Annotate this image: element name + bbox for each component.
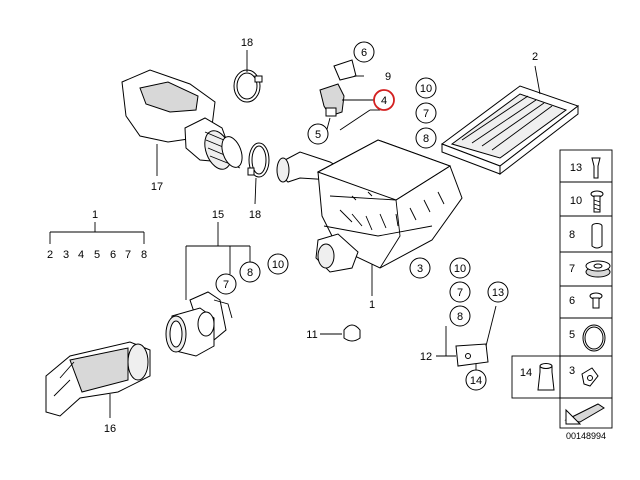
callout-11: 11 bbox=[306, 329, 317, 341]
push-rivet-icon bbox=[591, 157, 601, 179]
callout-14: 14 bbox=[470, 375, 482, 387]
intake-snorkel-part bbox=[121, 69, 243, 170]
o-ring-icon bbox=[582, 324, 606, 352]
callout-16: 16 bbox=[104, 423, 116, 435]
sublist-item: 5 bbox=[94, 249, 100, 261]
callout-8-mid: 8 bbox=[247, 267, 253, 279]
callout-18-mid: 18 bbox=[249, 209, 261, 221]
sublist-item: 4 bbox=[78, 249, 84, 261]
callout-8-top: 8 bbox=[423, 133, 429, 145]
callout-13: 13 bbox=[492, 287, 504, 299]
legend-num: 8 bbox=[569, 229, 575, 241]
callout-circle-8-right bbox=[449, 305, 471, 327]
callout-circle-10-right bbox=[449, 257, 471, 279]
sublist-item: 2 bbox=[47, 249, 53, 261]
legend-num: 5 bbox=[569, 329, 575, 341]
callout-circle-4-highlighted bbox=[373, 89, 395, 111]
rubber-mount-icon bbox=[585, 260, 611, 278]
legend-num: 3 bbox=[569, 365, 575, 377]
callout-15: 15 bbox=[212, 209, 224, 221]
legend-labels: 13 10 8 7 6 5 14 3 bbox=[520, 162, 582, 379]
callout-7-right: 7 bbox=[457, 287, 463, 299]
callout-7-top: 7 bbox=[423, 108, 429, 120]
callout-circle-10-mid bbox=[267, 253, 289, 275]
sublist-item: 7 bbox=[125, 249, 131, 261]
callout-10-right: 10 bbox=[454, 263, 466, 275]
hose-clamp-mid-part bbox=[247, 142, 270, 178]
legend-num: 14 bbox=[520, 367, 532, 379]
callout-1-housing: 1 bbox=[369, 299, 375, 311]
clamp-icon bbox=[581, 367, 599, 387]
sublist-item: 6 bbox=[110, 249, 116, 261]
callout-10-mid: 10 bbox=[272, 259, 284, 271]
callout-circle-6 bbox=[353, 41, 375, 63]
hose-clamp-top-part bbox=[233, 69, 263, 103]
air-filter-housing-part bbox=[276, 139, 463, 273]
intake-sensor-part bbox=[319, 59, 357, 117]
callout-3: 3 bbox=[417, 263, 423, 275]
legend-num: 10 bbox=[570, 195, 582, 207]
bracket-part bbox=[455, 343, 489, 367]
intake-duct-part bbox=[45, 341, 151, 417]
callout-circle-5 bbox=[307, 123, 329, 145]
callout-circle-3 bbox=[409, 257, 431, 279]
callout-circle-14 bbox=[465, 369, 487, 391]
callouts: 18 6 9 4 5 2 10 7 8 17 1 15 18 7 8 10 3 … bbox=[92, 37, 538, 435]
callout-17: 17 bbox=[151, 181, 163, 193]
screw-icon bbox=[590, 190, 604, 213]
legend-num: 13 bbox=[570, 162, 582, 174]
diagram-id: 00148994 bbox=[566, 431, 606, 441]
sublist-item: 3 bbox=[63, 249, 69, 261]
callout-10-top: 10 bbox=[420, 83, 432, 95]
hardware-legend bbox=[511, 149, 613, 429]
direction-arrow-icon bbox=[564, 403, 605, 425]
mass-air-flow-meter-part bbox=[165, 291, 233, 357]
clip-screw-icon bbox=[589, 292, 603, 309]
legend-num: 6 bbox=[569, 295, 575, 307]
callout-7-mid: 7 bbox=[223, 279, 229, 291]
callout-12: 12 bbox=[420, 351, 432, 363]
legend-num: 7 bbox=[569, 263, 575, 275]
callout-circle-8-top bbox=[415, 127, 437, 149]
callout-9: 9 bbox=[385, 71, 391, 83]
callout-18-top: 18 bbox=[241, 37, 253, 49]
air-filter-element-part bbox=[440, 85, 580, 176]
callout-2: 2 bbox=[532, 51, 538, 63]
callout-circle-7-right bbox=[449, 281, 471, 303]
expanding-nut-icon bbox=[537, 363, 555, 391]
callout-circle-10-top bbox=[415, 77, 437, 99]
callout-5: 5 bbox=[315, 129, 321, 141]
spacer-sleeve-icon bbox=[591, 223, 603, 249]
callout-circle-7-mid bbox=[215, 273, 237, 295]
callout-6: 6 bbox=[361, 47, 367, 59]
callout-1-group: 1 bbox=[92, 209, 98, 221]
callout-4: 4 bbox=[381, 95, 387, 107]
callout-circle-13 bbox=[487, 281, 509, 303]
leader-lines bbox=[49, 50, 541, 418]
callout-circle-7-top bbox=[415, 102, 437, 124]
callout-circle-8-mid bbox=[239, 261, 261, 283]
sublist-item: 8 bbox=[141, 249, 147, 261]
item-1-sublist: 2 3 4 5 6 7 8 bbox=[47, 249, 147, 261]
callout-8-right: 8 bbox=[457, 311, 463, 323]
rubber-buffer-part bbox=[343, 324, 361, 342]
